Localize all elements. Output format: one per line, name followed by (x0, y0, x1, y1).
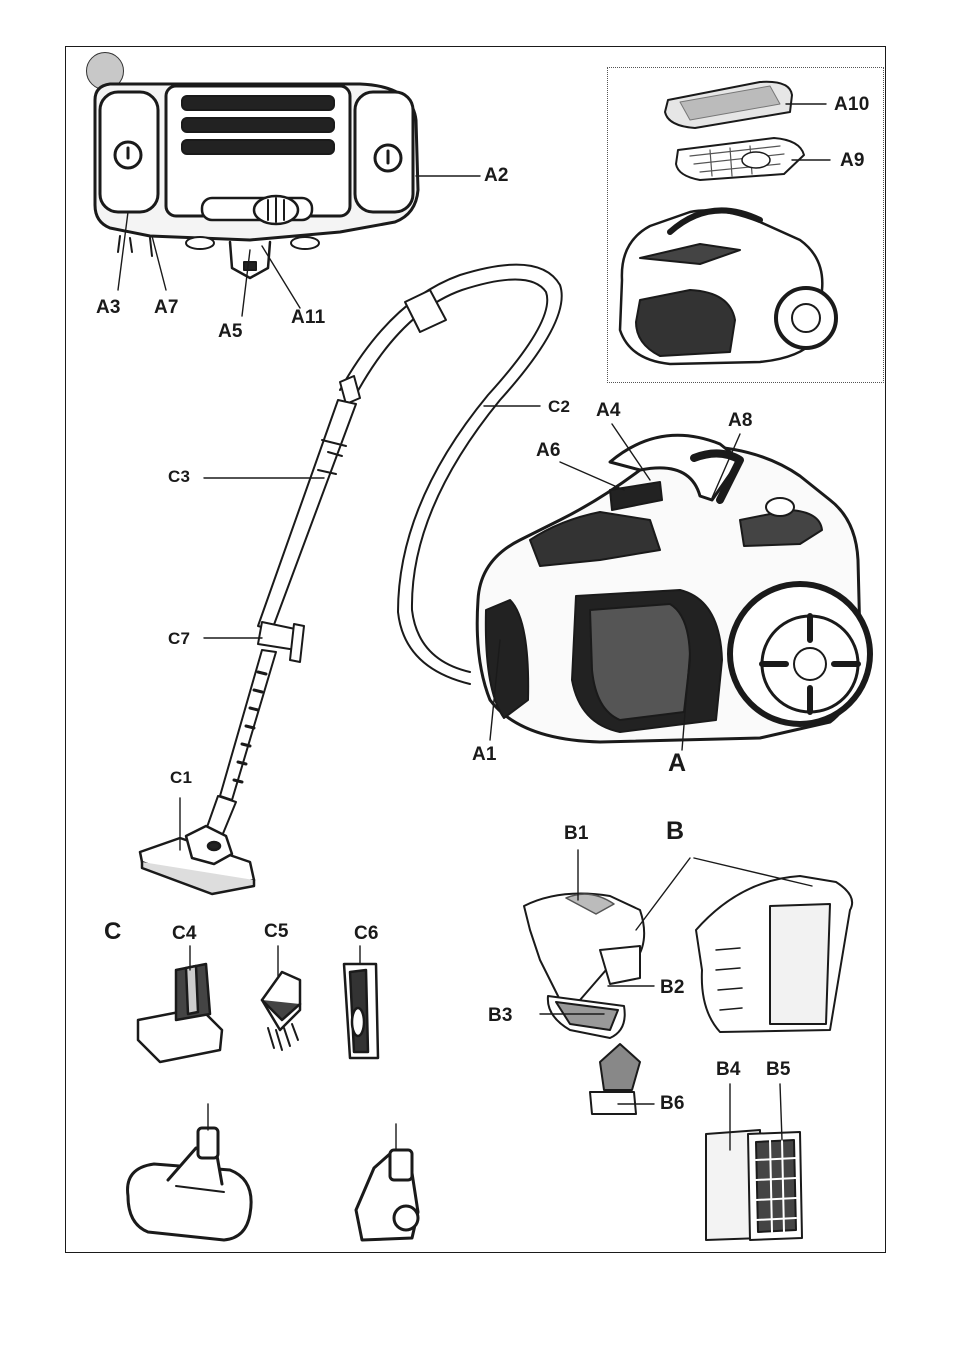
filter-lid-illustration (664, 80, 805, 181)
label-B4: B4 (716, 1059, 741, 1080)
cyclone-insert-illustration (589, 1043, 641, 1115)
label-A11: A11 (291, 307, 326, 328)
vacuum-body-illustration (475, 433, 873, 744)
label-C6: C6 (354, 923, 379, 944)
inset-box (607, 67, 884, 383)
label-A4: A4 (596, 400, 621, 421)
floor-nozzle-illustration (138, 824, 256, 896)
dust-container-illustration (523, 875, 854, 1039)
label-C2: C2 (548, 397, 571, 416)
label-C4: C4 (172, 923, 197, 944)
leader-lines (117, 103, 831, 1151)
label-A: A (668, 749, 687, 777)
label-B6: B6 (660, 1093, 685, 1114)
label-A5: A5 (218, 321, 243, 342)
label-A1: A1 (472, 744, 497, 765)
label-A7: A7 (154, 297, 179, 318)
label-C5: C5 (264, 921, 289, 942)
label-A2: A2 (484, 165, 509, 186)
label-B3: B3 (488, 1005, 513, 1026)
label-B: B (666, 817, 685, 845)
turbo-brush-illustration (126, 1126, 253, 1242)
label-C7: C7 (168, 629, 191, 648)
figure-frame (65, 46, 886, 1253)
upholstery-nozzle-illustration (136, 962, 224, 1064)
label-B2: B2 (660, 977, 685, 998)
rear-panel-illustration (93, 82, 420, 280)
dusting-brush-illustration (260, 970, 302, 1051)
label-C3: C3 (168, 467, 191, 486)
crevice-nozzle-illustration (342, 962, 380, 1060)
wand-illustration (205, 399, 357, 837)
label-A3: A3 (96, 297, 121, 318)
label-A6: A6 (536, 440, 561, 461)
label-A8: A8 (728, 410, 753, 431)
hose-illustration (339, 263, 563, 685)
label-C: C (104, 918, 122, 945)
label-A9: A9 (840, 150, 865, 171)
mini-turbo-brush-illustration (354, 1148, 420, 1242)
small-vacuum-illustration (618, 207, 838, 366)
label-C1: C1 (170, 768, 193, 787)
label-A10: A10 (834, 94, 870, 115)
filter-cassette-illustration (705, 1129, 803, 1241)
label-B5: B5 (766, 1059, 791, 1080)
label-B1: B1 (564, 823, 589, 844)
